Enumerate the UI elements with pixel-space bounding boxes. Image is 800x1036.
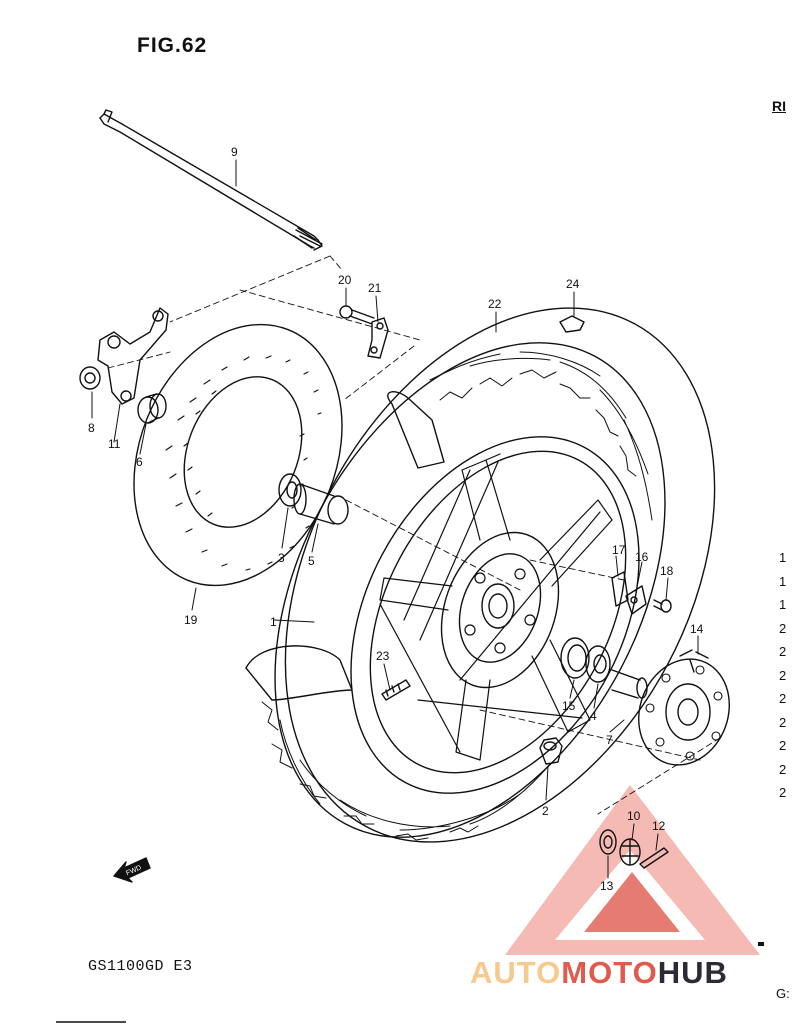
index-entry: 2 [779, 738, 787, 753]
tire [245, 307, 716, 843]
watermark-triangle [505, 785, 760, 955]
corner-label-top: RI [772, 98, 786, 114]
callout-12: 12 [652, 819, 666, 833]
callout-16: 16 [635, 550, 649, 564]
index-entry: 2 [779, 667, 787, 683]
index-entry: 2 [779, 714, 787, 730]
callout-21: 21 [368, 281, 382, 295]
hub-14 [638, 649, 730, 766]
leader-lines [91, 159, 699, 879]
fwd-arrow-icon [113, 857, 151, 883]
castle-nut-10 [619, 838, 641, 866]
callout-2: 2 [542, 804, 549, 818]
bolt-18 [653, 599, 672, 613]
spacer-6 [137, 393, 167, 424]
bearing-3 [278, 473, 302, 507]
watermark-moto: MOTO [561, 955, 658, 990]
corner-label-bottom: G: [776, 986, 790, 1001]
callout-24: 24 [566, 277, 580, 291]
callout-14: 14 [690, 622, 704, 636]
callout-9: 9 [231, 145, 238, 159]
axle-part [99, 109, 323, 251]
bearing-4 [585, 645, 611, 683]
callout-23: 23 [376, 649, 390, 663]
spacer-5 [293, 483, 349, 525]
right-index-column: 1 1 1 2 2 2 2 2 2 2 2 [779, 546, 786, 805]
index-entry: 2 [779, 761, 787, 777]
callout-18: 18 [660, 564, 674, 578]
nut-2 [539, 737, 563, 765]
valve-cap-24 [559, 315, 585, 333]
wheel-rim [350, 436, 640, 794]
model-label: GS1100GD E3 [88, 958, 193, 975]
callout-11: 11 [108, 437, 121, 451]
figure-title: FIG.62 [137, 34, 208, 57]
corner-mark [758, 942, 764, 946]
seal-15 [560, 637, 590, 679]
index-entry: 2 [779, 620, 787, 636]
callout-1: 1 [270, 615, 277, 629]
callout-22: 22 [488, 297, 502, 311]
bolt-20 [339, 305, 375, 325]
callout-3: 3 [278, 551, 285, 565]
caliper-bracket [79, 307, 169, 405]
index-entry: 2 [779, 785, 787, 800]
callout-17: 17 [612, 543, 626, 557]
callout-15: 15 [562, 699, 576, 713]
watermark-text: AUTOMOTOHUB [470, 955, 728, 991]
index-entry: 2 [779, 644, 787, 659]
index-entry: 1 [779, 550, 787, 565]
callout-4: 4 [590, 709, 597, 723]
watermark-auto: AUTO [470, 955, 562, 990]
washer-13 [599, 829, 617, 855]
callout-19: 19 [184, 613, 198, 627]
callout-7: 7 [606, 733, 613, 747]
plate-21 [367, 317, 389, 359]
callout-10: 10 [627, 809, 641, 823]
callout-20: 20 [338, 273, 352, 287]
callout-6: 6 [136, 455, 143, 469]
watermark-hub: HUB [657, 955, 728, 990]
assembly-guides [107, 255, 721, 815]
callout-5: 5 [308, 554, 315, 568]
callout-13: 13 [600, 879, 614, 893]
index-entry: 1 [779, 573, 787, 589]
valve-23 [381, 679, 411, 701]
callout-8: 8 [88, 421, 95, 435]
index-entry: 2 [779, 691, 787, 706]
index-entry: 1 [779, 597, 787, 612]
callout-labels: 1 2 3 4 5 6 7 8 9 10 11 12 13 14 15 16 1… [88, 145, 704, 893]
cotter-pin-12 [639, 847, 669, 869]
